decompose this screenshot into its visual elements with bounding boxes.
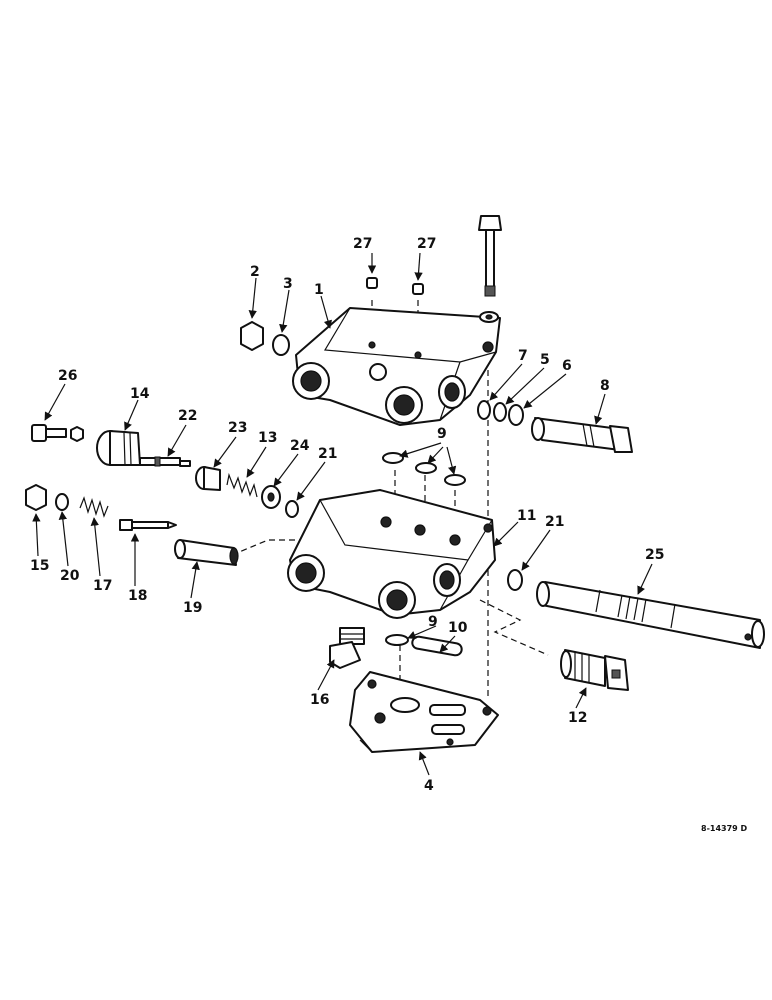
callout-10: 10 xyxy=(448,620,468,636)
callout-27-right: 27 xyxy=(417,236,436,252)
callout-24: 24 xyxy=(290,438,310,454)
callout-9-top: 9 xyxy=(437,426,447,442)
callout-21-right: 21 xyxy=(545,514,564,530)
callout-23: 23 xyxy=(228,420,247,436)
spool-shaft xyxy=(507,569,765,649)
callout-13: 13 xyxy=(258,430,277,446)
callout-22: 22 xyxy=(178,408,197,424)
callout-20: 20 xyxy=(60,568,80,584)
drawing-code: 8-14379 D xyxy=(701,824,748,833)
callout-5: 5 xyxy=(540,352,550,368)
upper-valve-body xyxy=(292,307,501,426)
callout-18: 18 xyxy=(128,588,147,604)
dowel-pins xyxy=(366,277,424,295)
callout-15: 15 xyxy=(30,558,49,574)
callout-16: 16 xyxy=(310,692,329,708)
callout-6: 6 xyxy=(562,358,572,374)
callout-4: 4 xyxy=(424,778,434,794)
bolt-assembly xyxy=(478,215,502,323)
callout-3: 3 xyxy=(283,276,293,292)
lower-plug-and-seals xyxy=(329,627,463,669)
plunger-parts xyxy=(25,484,239,566)
callout-9-bottom: 9 xyxy=(428,614,438,630)
callout-11: 11 xyxy=(517,508,536,524)
callout-1: 1 xyxy=(314,282,324,298)
callout-17: 17 xyxy=(93,578,112,594)
callout-8: 8 xyxy=(600,378,610,394)
callout-21-left: 21 xyxy=(318,446,337,462)
callout-19: 19 xyxy=(183,600,202,616)
callout-labels: 27 27 2 3 1 7 5 6 8 26 14 22 23 13 24 21… xyxy=(30,236,748,833)
plug-and-oring xyxy=(240,321,290,356)
fitting xyxy=(560,649,629,691)
callout-14: 14 xyxy=(130,386,150,402)
callout-7: 7 xyxy=(518,348,528,364)
oring-set-top xyxy=(382,452,466,486)
callout-12: 12 xyxy=(568,710,587,726)
relief-valve-parts xyxy=(31,424,299,518)
callout-26: 26 xyxy=(58,368,77,384)
callout-2: 2 xyxy=(250,264,260,280)
right-side-fittings xyxy=(477,400,633,453)
mounting-plate xyxy=(349,671,499,753)
leader-lines xyxy=(32,252,653,776)
callout-25: 25 xyxy=(645,547,664,563)
lower-valve-body xyxy=(287,489,496,619)
callout-27-left: 27 xyxy=(353,236,372,252)
